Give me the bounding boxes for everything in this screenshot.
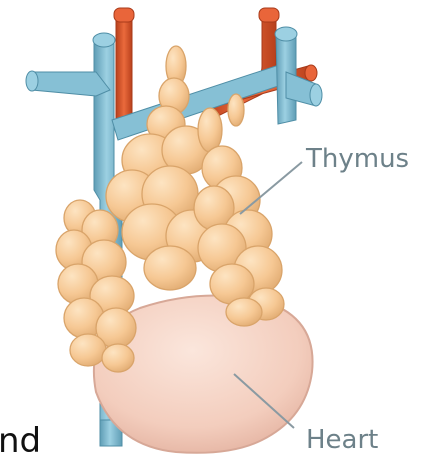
heart-label: Heart [306, 427, 378, 453]
thymus-label: Thymus [306, 146, 409, 172]
cropped-caption-text: nd [0, 424, 41, 458]
